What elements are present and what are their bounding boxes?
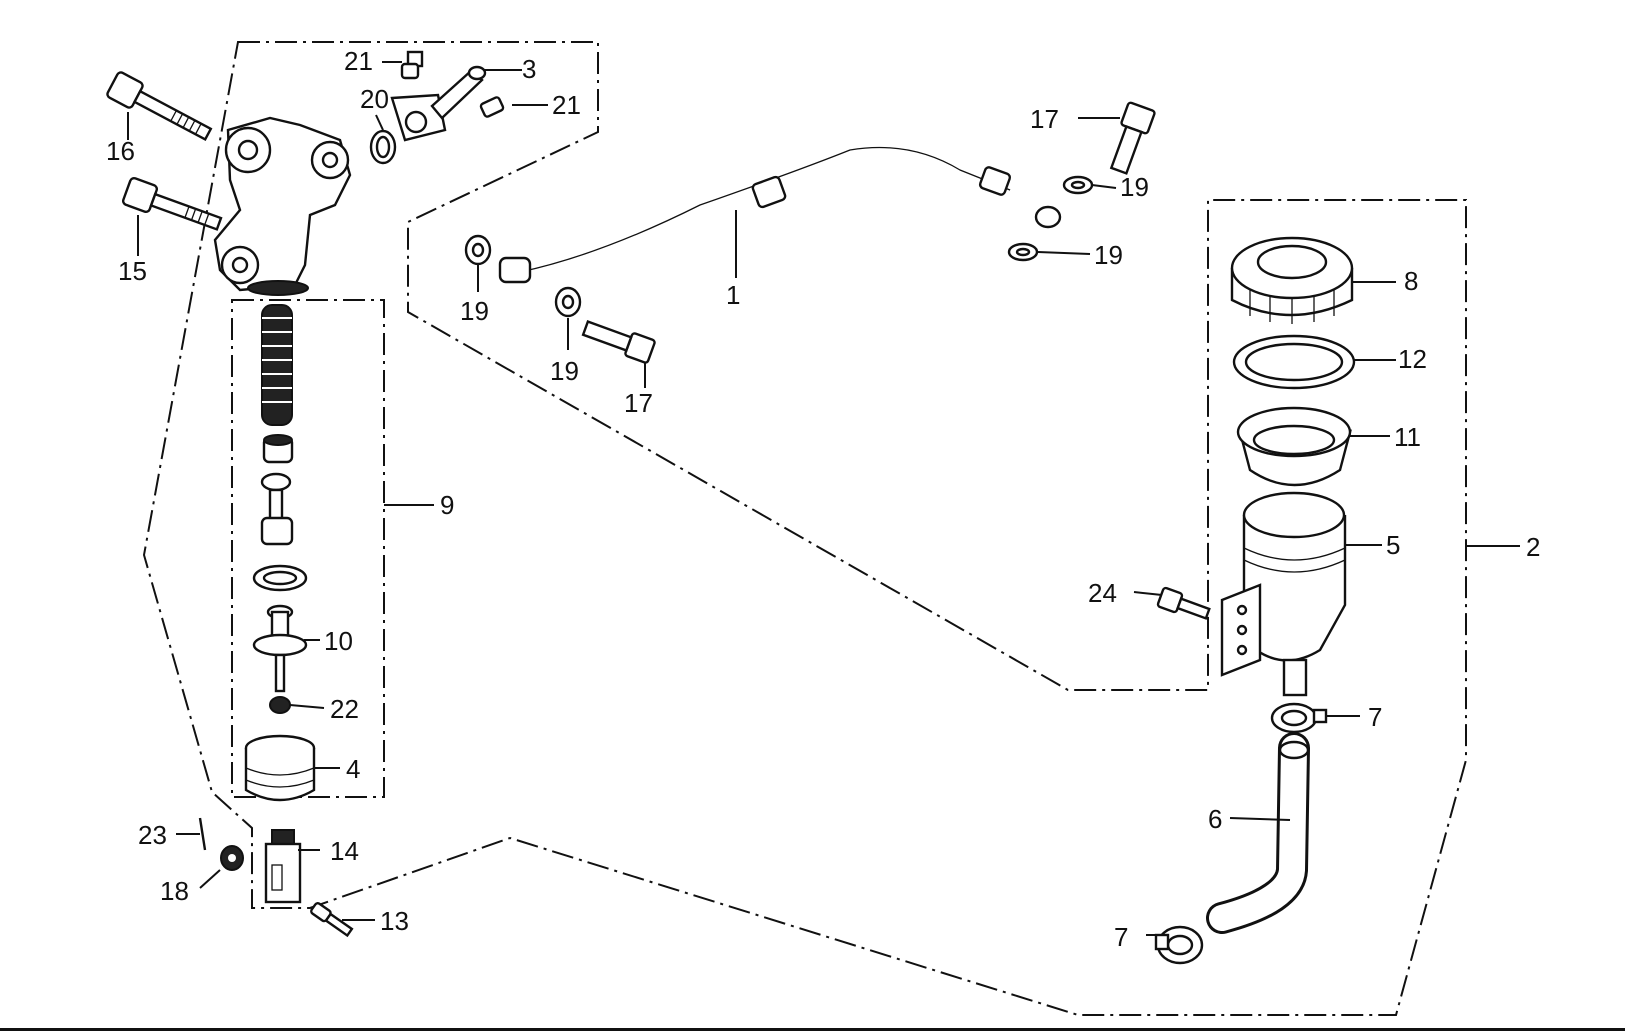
callout-7-lower: 7 [1114,922,1128,952]
piston-kit-outline [231,299,385,798]
callout-13: 13 [380,906,409,936]
primary-cup [262,434,294,464]
clevis-14 [264,829,302,904]
callout-6: 6 [1208,804,1222,834]
callout-17-upper: 17 [1030,104,1059,134]
seal-ring-inner [262,570,298,586]
master-cylinder-body [213,116,352,296]
dust-boot-4 [244,734,316,802]
callout-19-c: 19 [1120,172,1149,202]
washer-19-d [1007,242,1039,262]
bleeder-21-top [400,50,424,80]
leader-lines [127,61,1520,936]
callout-17-lower: 17 [624,388,653,418]
callout-15: 15 [118,256,147,286]
push-rod-10 [252,604,308,693]
callout-12: 12 [1398,344,1427,374]
callout-23: 23 [138,820,167,850]
callout-4: 4 [346,754,360,784]
o-ring-20 [369,129,397,165]
callout-21-right: 21 [552,90,581,120]
callout-1: 1 [726,280,740,310]
hose-clamp-7-upper [1270,702,1328,734]
callout-20: 20 [360,84,389,114]
callout-2: 2 [1526,532,1540,562]
hose-clamp-7-lower [1154,925,1204,965]
reservoir-inlet-3 [390,65,487,142]
callout-19-d: 19 [1094,240,1123,270]
washer-19-c [1062,175,1094,195]
nut-22 [269,696,291,714]
diaphragm-11 [1236,406,1352,487]
brake-hose-1 [498,142,1062,284]
callout-21-top: 21 [344,46,373,76]
banjo-bolt-17-lower [581,320,656,364]
washer-19-b [554,286,582,318]
reservoir-5 [1220,491,1347,697]
clevis-pin-13 [310,902,354,938]
callout-22: 22 [330,694,359,724]
callout-labels: 21 3 20 21 16 15 19 19 17 1 17 19 19 8 1… [106,46,1540,952]
bolt-24 [1156,586,1211,620]
callout-5: 5 [1386,530,1400,560]
callout-7-upper: 7 [1368,702,1382,732]
diaphragm-plate-12 [1232,334,1356,390]
bolt-16 [106,71,213,142]
bleeder-21-right [479,96,505,118]
callout-10: 10 [324,626,353,656]
washer-19-a [464,234,492,266]
spring [261,304,293,426]
reservoir-hose-6 [1206,732,1310,934]
callout-18: 18 [160,876,189,906]
nut-18 [220,845,244,871]
callout-19-b: 19 [550,356,579,386]
callout-3: 3 [522,54,536,84]
assembly-outlines [142,41,1467,1016]
bottom-border-line [0,1028,1625,1031]
piston [260,472,294,546]
reservoir-cap-8 [1230,236,1354,324]
banjo-bolt-17-upper [1109,101,1156,175]
callout-24: 24 [1088,578,1117,608]
callout-11: 11 [1394,422,1421,452]
callout-9: 9 [440,490,454,520]
callout-14: 14 [330,836,359,866]
bolt-15 [121,176,223,231]
callout-8: 8 [1404,266,1418,296]
master-cylinder-group-outline [142,41,1467,1016]
callout-16: 16 [106,136,135,166]
cotter-pin-23 [198,817,207,851]
callout-19-a: 19 [460,296,489,326]
